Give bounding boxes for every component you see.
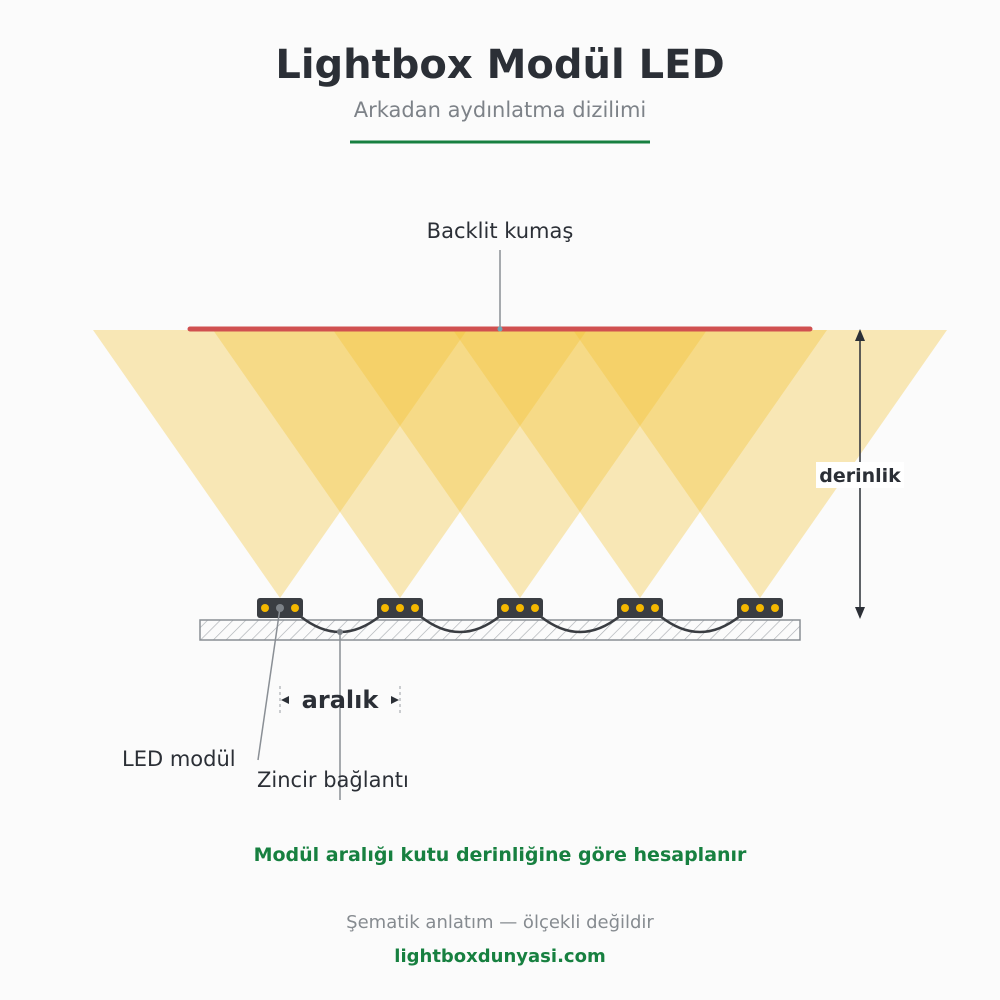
light-cone-5 [573,330,947,598]
led-chip [771,604,779,612]
depth-dimension: derinlik [816,329,904,619]
schematic-disclaimer: Şematik anlatım — ölçekli değildir [346,912,654,933]
led-module-icon [497,598,543,618]
depth-label: derinlik [819,465,901,487]
led-chip [501,604,509,612]
led-module-leader-dot [276,604,284,612]
chain-wire-2 [419,615,501,634]
light-cones [93,330,947,598]
chain-connection-label: Zincir bağlantı [257,768,409,792]
spacing-dimension: aralık [279,686,401,714]
led-module-label: LED modül [122,747,236,771]
led-chip [396,604,404,612]
led-chip [741,604,749,612]
page-subtitle: Arkadan aydınlatma dizilimi [354,98,647,122]
fabric-leader-dot [497,326,503,332]
led-chip [291,604,299,612]
chain-wire-3 [539,615,621,634]
light-cone-1 [93,330,467,598]
depth-arrow-top-icon [855,329,865,341]
page-title: Lightbox Modül LED [275,42,724,88]
light-cone-4 [453,330,827,598]
led-chip [651,604,659,612]
base-plate [199,619,801,641]
chain-wire-4 [659,615,741,634]
light-cone-2 [213,330,587,598]
spacing-note: Modül aralığı kutu derinliğine göre hesa… [254,844,747,866]
website-link[interactable]: lightboxdunyasi.com [394,946,605,967]
depth-arrow-bottom-icon [855,607,865,619]
led-modules [257,598,783,618]
spacing-arrow-right-icon [391,696,399,704]
led-chip [636,604,644,612]
led-chip [516,604,524,612]
led-module-icon [377,598,423,618]
led-chip [381,604,389,612]
led-module-icon [737,598,783,618]
led-chip [261,604,269,612]
led-module-icon [617,598,663,618]
fabric-label: Backlit kumaş [427,219,574,243]
led-chip [756,604,764,612]
led-chip [411,604,419,612]
light-cone-3 [333,330,707,598]
led-module-leader-line [257,607,281,761]
spacing-label: aralık [302,686,380,714]
led-chip [621,604,629,612]
chain-wires [299,615,741,634]
spacing-arrow-left-icon [281,696,289,704]
led-chip [531,604,539,612]
chain-leader-dot [337,629,343,635]
